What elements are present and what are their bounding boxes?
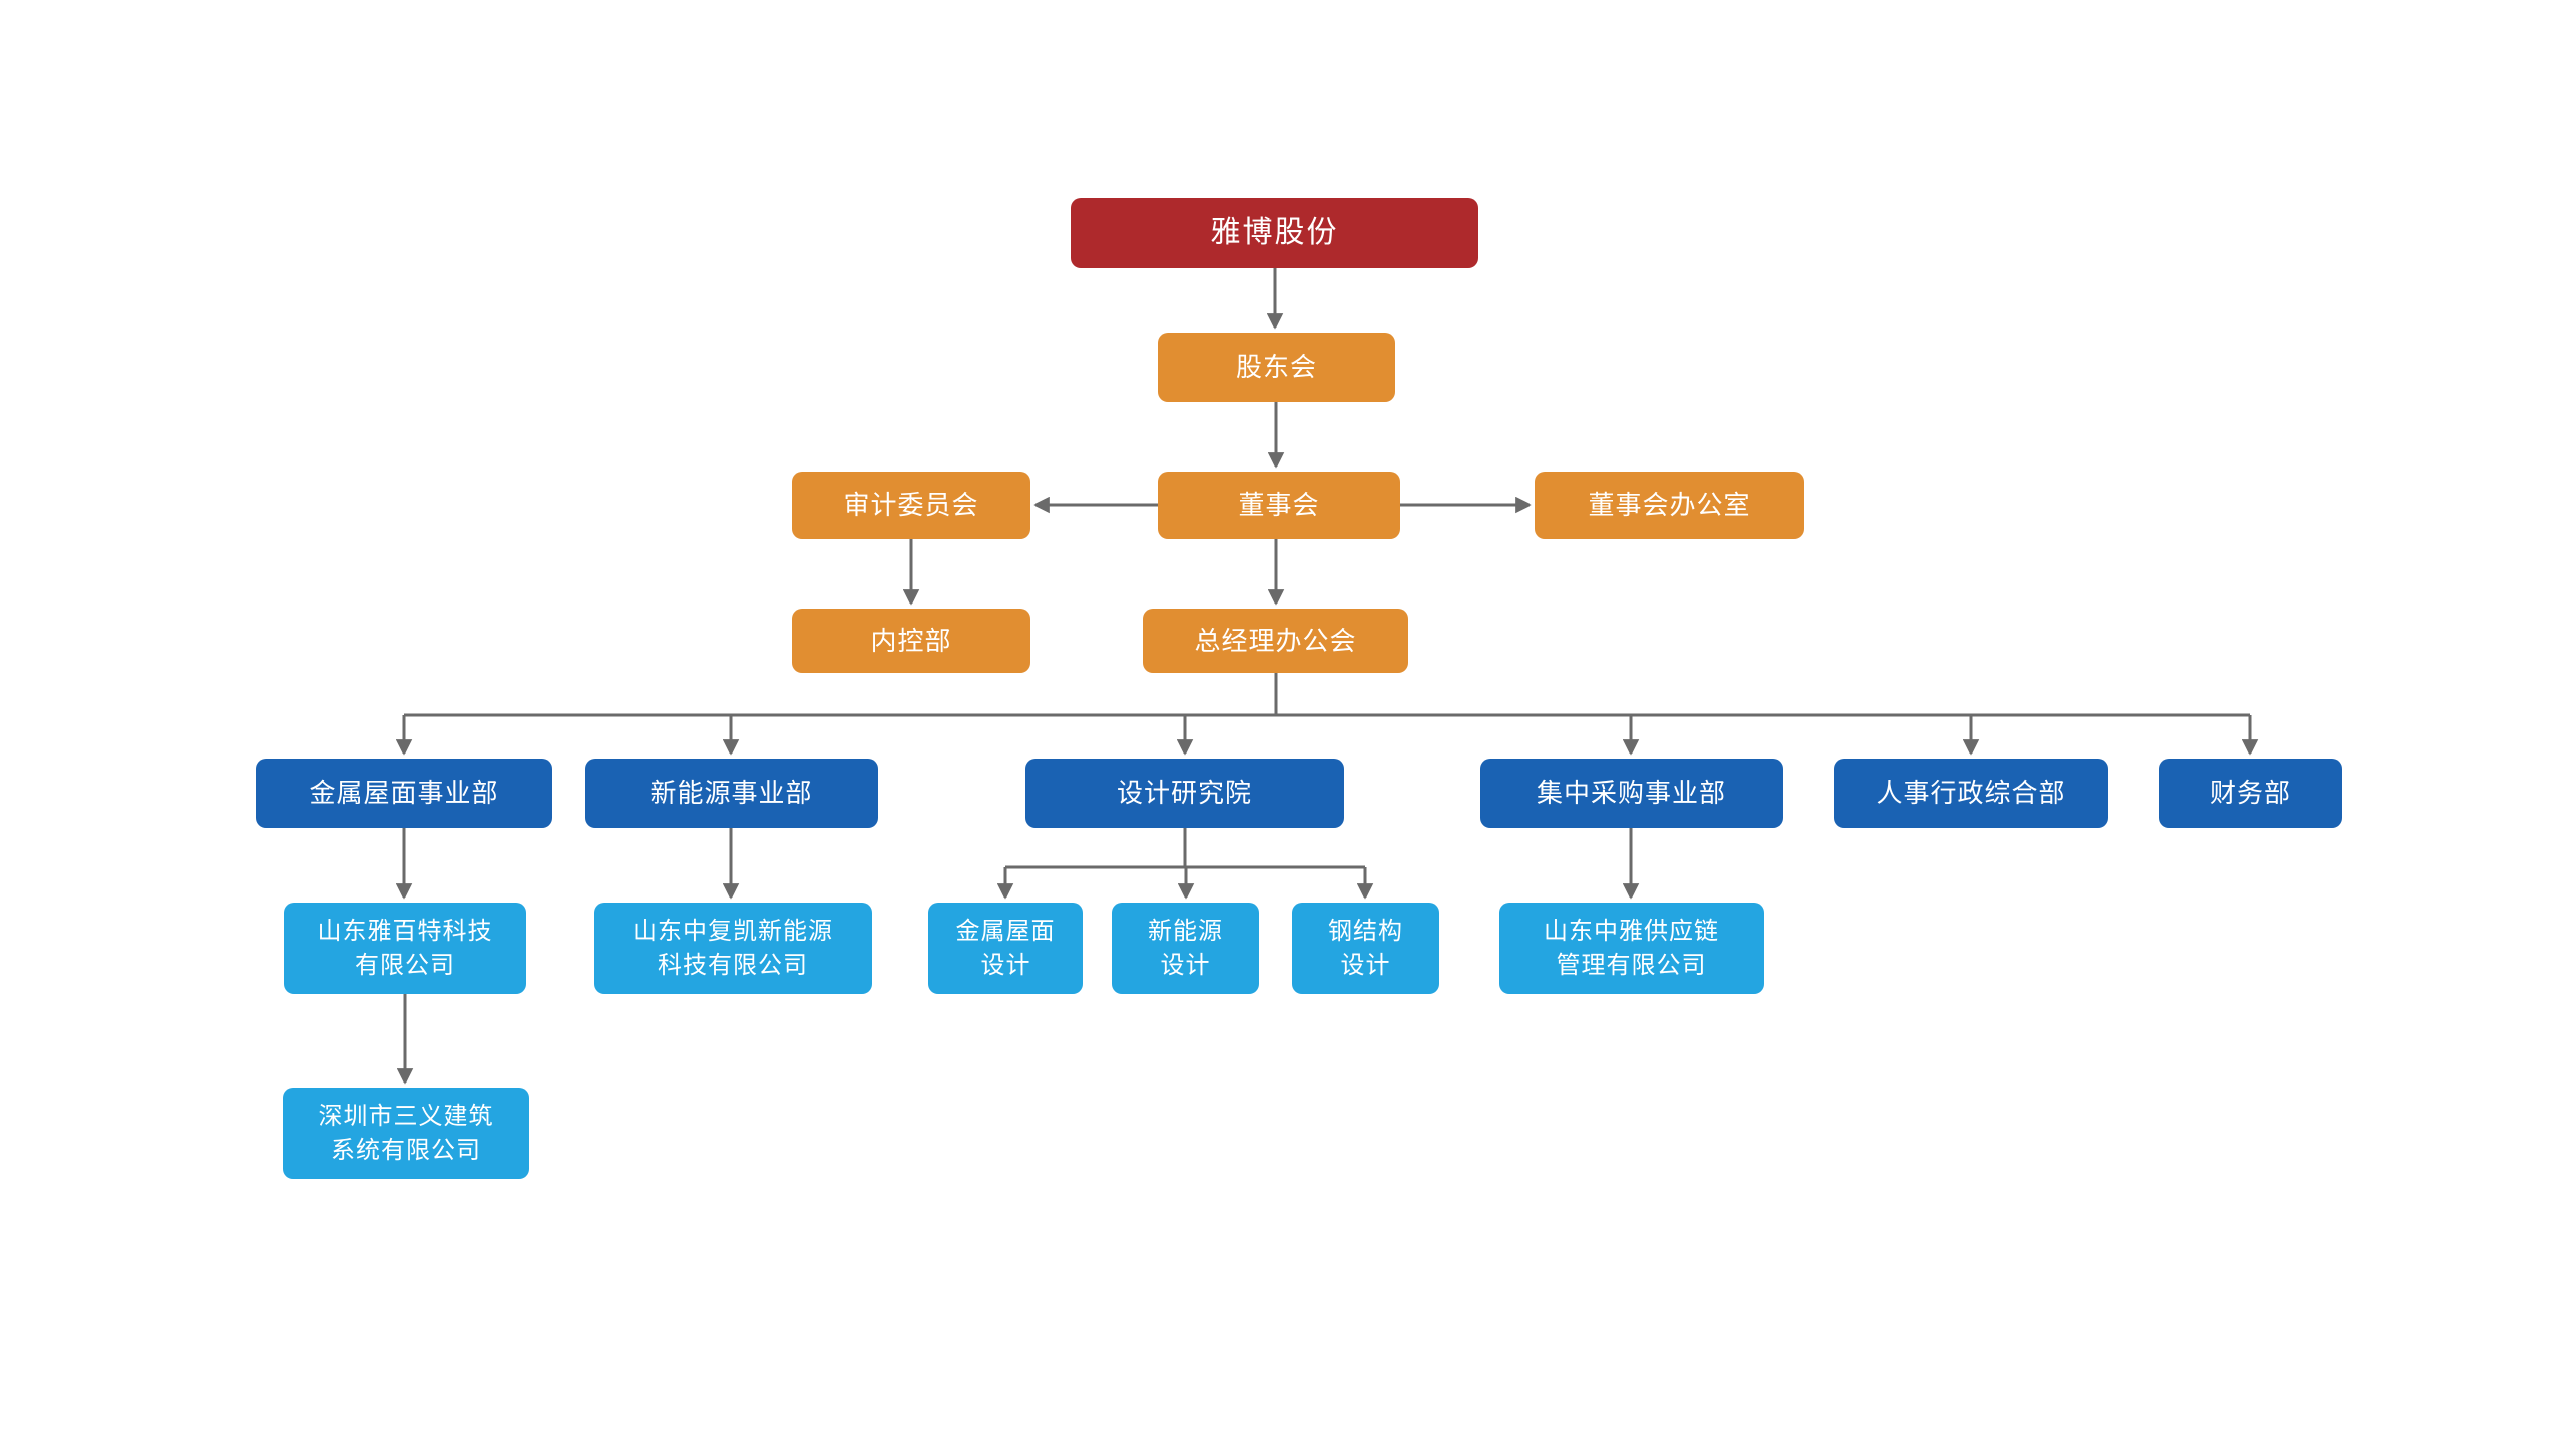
node-procurement-division: 集中采购事业部 (1480, 759, 1783, 828)
node-board-office: 董事会办公室 (1535, 472, 1804, 539)
node-shenzhen-sanyi-building: 深圳市三义建筑 系统有限公司 (283, 1088, 529, 1179)
node-finance-dept: 财务部 (2159, 759, 2342, 828)
node-shareholders-meeting: 股东会 (1158, 333, 1395, 402)
node-internal-control-dept: 内控部 (792, 609, 1030, 673)
node-shandong-zhongya-supply: 山东中雅供应链 管理有限公司 (1499, 903, 1764, 994)
node-yabo-holdings: 雅博股份 (1071, 198, 1478, 268)
node-steel-structure-design: 钢结构 设计 (1292, 903, 1439, 994)
node-gm-office-meeting: 总经理办公会 (1143, 609, 1408, 673)
node-board-of-directors: 董事会 (1158, 472, 1400, 539)
node-metal-roofing-division: 金属屋面事业部 (256, 759, 552, 828)
node-design-institute: 设计研究院 (1025, 759, 1344, 828)
node-shandong-zhongfukai-energy: 山东中复凯新能源 科技有限公司 (594, 903, 872, 994)
node-metal-roofing-design: 金属屋面 设计 (928, 903, 1083, 994)
node-new-energy-design: 新能源 设计 (1112, 903, 1259, 994)
node-audit-committee: 审计委员会 (792, 472, 1030, 539)
node-new-energy-division: 新能源事业部 (585, 759, 878, 828)
node-shandong-yabaite-tech: 山东雅百特科技 有限公司 (284, 903, 526, 994)
node-hr-admin-dept: 人事行政综合部 (1834, 759, 2108, 828)
